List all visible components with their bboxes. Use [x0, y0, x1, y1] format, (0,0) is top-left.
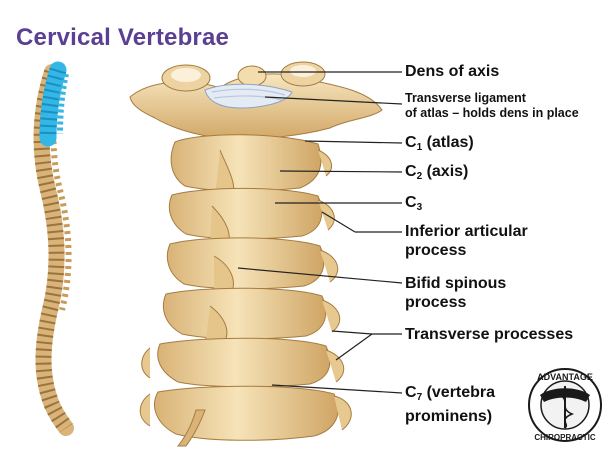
cervical-highlight — [39, 61, 67, 147]
leader-lines — [237, 71, 403, 394]
c7-sub: 7 — [416, 392, 423, 403]
leader-c2 — [279, 170, 403, 173]
label-transverse-processes: Transverse processes — [405, 326, 574, 343]
c3-sub: 3 — [416, 202, 423, 213]
label-c2-axis: C2 (axis) — [405, 162, 468, 186]
cervical-column — [129, 61, 383, 447]
leader-transverse-processes-a — [331, 330, 373, 335]
leader-c7 — [271, 384, 403, 394]
c1-suffix: (atlas) — [422, 134, 474, 151]
bifid-line1: Bifid spinous — [405, 275, 507, 292]
c7-line2: prominens) — [405, 408, 493, 425]
leader-transverse-processes-b — [335, 333, 373, 361]
logo-bottom-text: CHIROPRACTIC — [534, 433, 596, 442]
leader-bifid — [237, 267, 403, 284]
inferior-line2: process — [405, 242, 467, 259]
c7-suffix: (vertebra — [422, 384, 496, 401]
inferior-line1: Inferior articular — [405, 223, 528, 240]
c1-prefix: C — [405, 134, 417, 151]
full-spine-thumbnail — [33, 61, 74, 436]
advantage-chiropractic-logo: ADVANTAGE CHIROPRACTIC — [528, 368, 602, 442]
label-transverse-ligament: Transverse ligament of atlas – holds den… — [405, 91, 579, 121]
leader-c1 — [304, 140, 403, 144]
label-c1-atlas: C1 (atlas) — [405, 133, 474, 157]
label-c7-vertebra-prominens: C7 (vertebra prominens) — [405, 383, 495, 426]
c2-suffix: (axis) — [422, 163, 469, 180]
page-title: Cervical Vertebrae — [16, 24, 230, 51]
c2-sub: 2 — [416, 171, 423, 182]
leader-transverse-ligament — [264, 96, 403, 105]
c2-prefix: C — [405, 163, 417, 180]
logo-top-text: ADVANTAGE — [537, 372, 593, 382]
c1-sub: 1 — [416, 142, 423, 153]
label-bifid-spinous-process: Bifid spinous process — [405, 274, 506, 312]
c3-prefix: C — [405, 194, 417, 211]
c7-prefix: C — [405, 384, 417, 401]
label-dens-of-axis: Dens of axis — [405, 63, 500, 80]
label-c3: C3 — [405, 193, 422, 217]
bifid-line2: process — [405, 294, 467, 311]
label-transverse-ligament-line1: Transverse ligament — [405, 91, 526, 105]
label-inferior-articular-process: Inferior articular process — [405, 222, 528, 260]
label-transverse-ligament-line2: of atlas – holds dens in place — [405, 106, 579, 120]
leader-inferior-articular — [321, 211, 356, 233]
